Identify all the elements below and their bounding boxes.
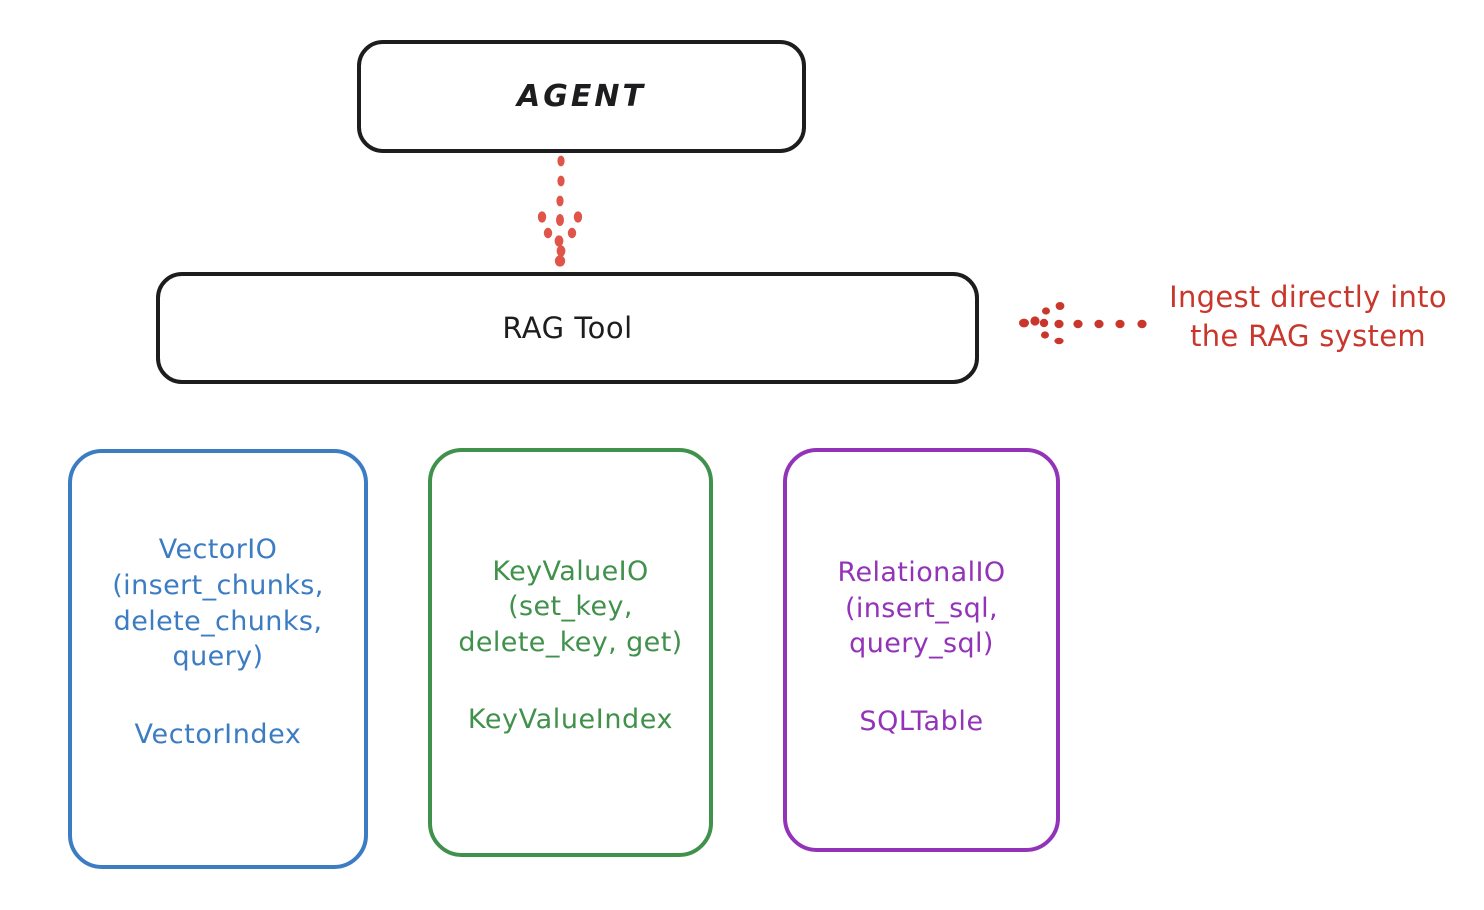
key-value-io-api-label: KeyValueIO (set_key, delete_key, get): [458, 555, 683, 658]
agent-node[interactable]: AGENT: [357, 40, 806, 153]
vector-io-node[interactable]: VectorIO (insert_chunks, delete_chunks, …: [68, 449, 368, 869]
vector-io-body: VectorIO (insert_chunks, delete_chunks, …: [72, 437, 364, 845]
key-value-io-node[interactable]: KeyValueIO (set_key, delete_key, get) Ke…: [428, 448, 713, 857]
relational-io-body: RelationalIO (insert_sql, query_sql) SQL…: [787, 450, 1056, 842]
ingest-annotation-text: Ingest directly into the RAG system: [1169, 280, 1447, 354]
relational-io-api-label: RelationalIO (insert_sql, query_sql): [837, 557, 1006, 660]
relational-io-index-label: SQLTable: [859, 705, 984, 737]
vector-io-index-label: VectorIndex: [134, 718, 302, 750]
rag-tool-node-label: RAG Tool: [502, 311, 633, 345]
ingest-to-rag-arrow: [1019, 302, 1147, 345]
agent-to-rag-arrow: [537, 155, 583, 267]
key-value-io-index-label: KeyValueIndex: [467, 704, 674, 736]
rag-tool-node[interactable]: RAG Tool: [156, 272, 979, 384]
relational-io-node[interactable]: RelationalIO (insert_sql, query_sql) SQL…: [783, 448, 1060, 852]
vector-io-api-label: VectorIO (insert_chunks, delete_chunks, …: [112, 534, 324, 673]
key-value-io-body: KeyValueIO (set_key, delete_key, get) Ke…: [432, 446, 709, 843]
agent-node-label: AGENT: [517, 79, 646, 114]
